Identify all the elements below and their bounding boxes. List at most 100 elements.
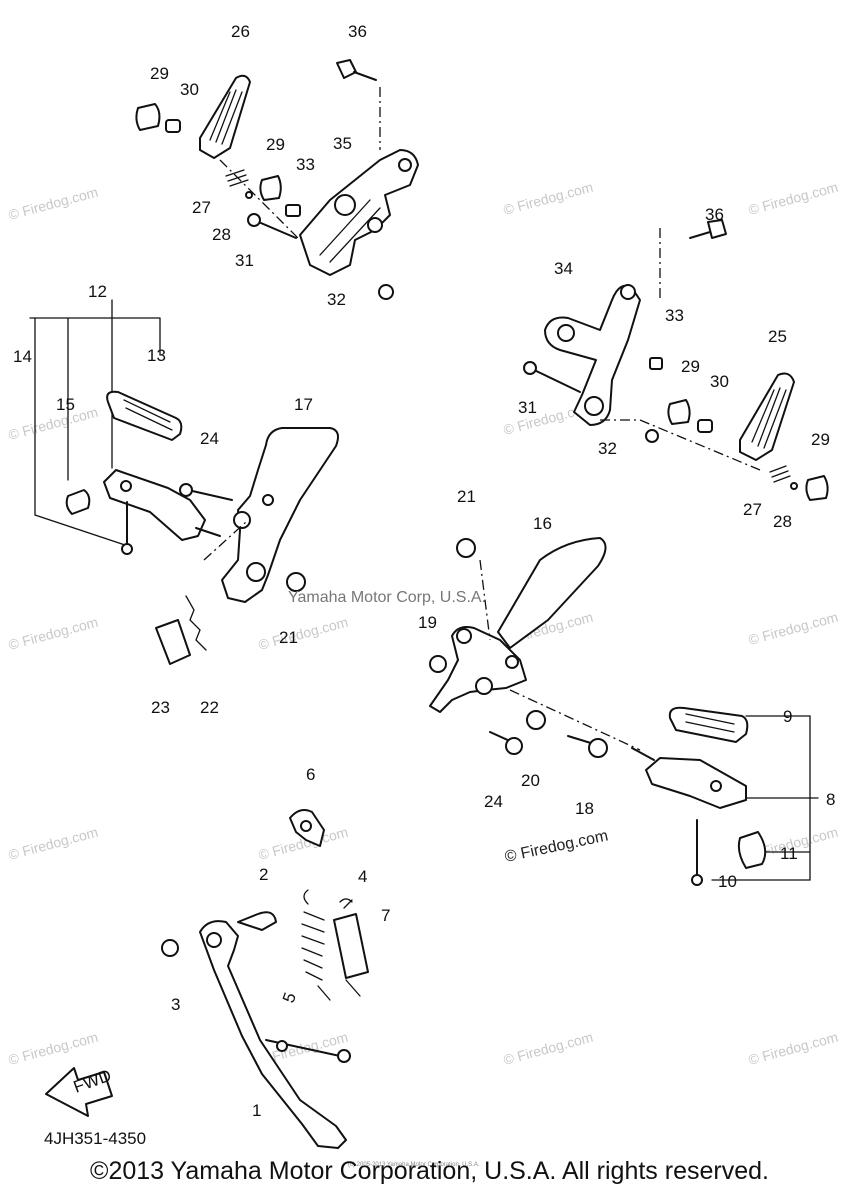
part-label: 21 bbox=[457, 487, 476, 506]
part-label: 10 bbox=[718, 872, 737, 891]
watermark: © Firedog.com bbox=[257, 614, 350, 653]
watermark: © Firedog.com bbox=[747, 609, 840, 648]
part-label: 32 bbox=[327, 290, 346, 309]
bracket-lines-12-13-14-15 bbox=[29, 299, 161, 546]
front-footrest-right-assembly bbox=[429, 537, 819, 886]
footpeg-rubber-13 bbox=[106, 390, 183, 441]
part-label: 32 bbox=[598, 439, 617, 458]
spring-4 bbox=[339, 898, 353, 903]
footrest-8 bbox=[645, 757, 747, 809]
part-label: 9 bbox=[783, 707, 792, 726]
part-label: 5 bbox=[279, 990, 300, 1005]
part-label: 29 bbox=[811, 430, 830, 449]
spring-27-left bbox=[225, 169, 249, 187]
ball-28-left bbox=[245, 191, 253, 199]
part-label: 28 bbox=[212, 225, 231, 244]
part-label: 31 bbox=[235, 251, 254, 270]
spring-7 bbox=[333, 913, 369, 979]
part-label: 29 bbox=[150, 64, 169, 83]
part-label: 12 bbox=[88, 282, 107, 301]
part-label: 11 bbox=[780, 844, 798, 863]
part-label: 23 bbox=[151, 698, 170, 717]
part-label: 8 bbox=[826, 790, 835, 809]
damper-15 bbox=[65, 489, 91, 515]
watermark: © Firedog.com bbox=[747, 179, 840, 218]
bolt-2 bbox=[237, 911, 277, 931]
fwd-arrow: FWD bbox=[45, 1066, 114, 1117]
footrest-bracket-17 bbox=[221, 427, 339, 603]
part-label: 34 bbox=[554, 259, 573, 278]
part-label: 22 bbox=[200, 698, 219, 717]
part-label: 25 bbox=[768, 327, 787, 346]
rear-bracket-34 bbox=[544, 284, 641, 426]
nut-32-right bbox=[645, 429, 659, 443]
part-label: 3 bbox=[171, 995, 180, 1014]
rear-footrest-right-assembly bbox=[523, 219, 829, 501]
small-note: (c) 2005-2013 Yamaha Motor Corporation, … bbox=[348, 1162, 480, 1168]
spring-27-right bbox=[769, 465, 791, 483]
watermark: © Firedog.com bbox=[502, 1029, 595, 1068]
part-label: 24 bbox=[200, 429, 219, 448]
part-label: 30 bbox=[180, 80, 199, 99]
part-label: 1 bbox=[252, 1101, 261, 1120]
center-note: Yamaha Motor Corp, U.S.A. bbox=[288, 589, 486, 606]
diagram-code: 4JH351-4350 bbox=[44, 1129, 146, 1148]
bolt-36-left bbox=[336, 59, 357, 79]
watermark: © Firedog.com bbox=[7, 404, 100, 443]
part-label-layer: 1 2 3 4 5 6 7 8 9 10 11 12 13 14 15 16 1… bbox=[13, 22, 835, 1120]
part-label: 15 bbox=[56, 395, 75, 414]
washer-29-left bbox=[135, 103, 161, 131]
nut-21-right bbox=[456, 538, 476, 558]
rear-footrest-left-assembly bbox=[135, 59, 419, 300]
ball-28-right bbox=[790, 482, 798, 490]
part-label: 21 bbox=[279, 628, 298, 647]
washer-29-right bbox=[667, 399, 691, 425]
bolt-36-right bbox=[689, 231, 711, 239]
rear-footpeg-25 bbox=[739, 372, 795, 461]
part-label: 33 bbox=[296, 155, 315, 174]
part-label: 2 bbox=[259, 865, 268, 884]
part-label: 20 bbox=[521, 771, 540, 790]
part-label: 18 bbox=[575, 799, 594, 818]
part-label: 16 bbox=[533, 514, 552, 533]
watermark: © Firedog.com bbox=[7, 1029, 100, 1068]
part-label: 29 bbox=[681, 357, 700, 376]
washer-20 bbox=[526, 710, 546, 730]
damper-11 bbox=[737, 831, 767, 869]
spring-5 bbox=[301, 911, 331, 1001]
part-label: 30 bbox=[710, 372, 729, 391]
bolt-31-right bbox=[529, 367, 581, 393]
part-label: 27 bbox=[743, 500, 762, 519]
bolt-24-left bbox=[187, 489, 233, 501]
footpeg-rubber-9 bbox=[668, 706, 749, 743]
watermark: © Firedog.com bbox=[7, 824, 100, 863]
pin-30-right bbox=[697, 419, 713, 433]
collar-33-left bbox=[285, 204, 301, 217]
part-label: 26 bbox=[231, 22, 250, 41]
heel-guard-16 bbox=[497, 537, 607, 649]
nut-21-left bbox=[286, 572, 306, 592]
part-label: 29 bbox=[266, 135, 285, 154]
watermark: © Firedog.com bbox=[502, 179, 595, 218]
spring-22 bbox=[185, 595, 207, 651]
washer-29-c bbox=[805, 475, 829, 501]
watermark: © Firedog.com bbox=[747, 1029, 840, 1068]
part-label: 36 bbox=[705, 205, 724, 224]
part-label: 28 bbox=[773, 512, 792, 531]
washer-29-b bbox=[259, 175, 282, 201]
footrest-12 bbox=[103, 469, 206, 541]
nut-3 bbox=[161, 939, 179, 957]
part-label: 13 bbox=[147, 346, 166, 365]
bolt-31-left bbox=[253, 219, 297, 239]
part-label: 27 bbox=[192, 198, 211, 217]
part-label: 33 bbox=[665, 306, 684, 325]
firedog-credit: © Firedog.com bbox=[503, 827, 609, 865]
collar-23 bbox=[155, 619, 191, 665]
watermark: © Firedog.com bbox=[7, 184, 100, 223]
part-label: 19 bbox=[418, 613, 437, 632]
footrest-bracket-right bbox=[429, 626, 527, 713]
part-label: 24 bbox=[484, 792, 503, 811]
part-label: 35 bbox=[333, 134, 352, 153]
